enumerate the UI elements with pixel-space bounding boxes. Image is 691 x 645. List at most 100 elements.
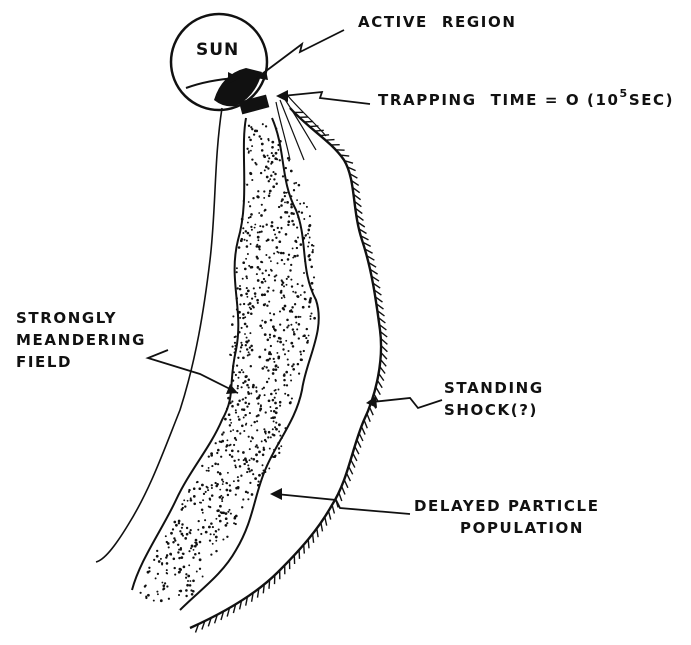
stipple-dot xyxy=(309,258,312,261)
stipple-dot xyxy=(246,184,248,186)
stipple-dot xyxy=(262,282,264,284)
stipple-dot xyxy=(270,410,272,412)
stipple-dot xyxy=(193,502,196,505)
stipple-dot xyxy=(246,287,248,289)
stipple-dot xyxy=(275,368,278,371)
stipple-dot xyxy=(168,546,170,548)
stipple-dot xyxy=(208,455,210,457)
stipple-dot xyxy=(161,582,163,584)
stipple-dot xyxy=(283,285,285,287)
stipple-dot xyxy=(247,498,249,500)
stipple-dot xyxy=(312,249,314,251)
stipple-dot xyxy=(209,499,211,501)
stipple-dot xyxy=(278,389,280,391)
stipple-dot xyxy=(166,554,168,556)
stipple-dot xyxy=(279,310,281,312)
stipple-dot xyxy=(308,335,310,337)
stipple-dot xyxy=(306,206,308,208)
stipple-dot xyxy=(313,276,315,278)
stipple-dot xyxy=(236,365,238,367)
stipple-dot xyxy=(147,594,150,597)
stipple-dot xyxy=(305,337,307,339)
stipple-dot xyxy=(177,551,179,553)
stipple-dot xyxy=(226,522,228,524)
stipple-dot xyxy=(275,152,278,155)
stipple-dot xyxy=(275,237,277,239)
stipple-dot xyxy=(276,407,278,409)
stipple-dot xyxy=(275,365,277,367)
shock-hatch-mark xyxy=(326,140,335,141)
stipple-dot xyxy=(215,485,218,488)
stipple-dot xyxy=(251,458,253,460)
stipple-dot xyxy=(258,268,260,270)
stipple-dot xyxy=(245,424,247,426)
stipple-dot xyxy=(213,534,215,536)
stipple-dot xyxy=(147,571,150,574)
stipple-dot xyxy=(290,374,292,376)
stipple-dot xyxy=(288,215,290,217)
stipple-dot xyxy=(280,204,283,207)
stipple-dot xyxy=(189,584,192,587)
stipple-dot xyxy=(231,405,234,408)
stipple-dot xyxy=(157,573,159,575)
stipple-dot xyxy=(230,513,232,515)
stipple-dot xyxy=(158,560,161,563)
stipple-dot xyxy=(203,493,205,495)
stipple-dot xyxy=(212,543,214,545)
stipple-dot xyxy=(248,152,250,154)
stipple-dot xyxy=(209,506,211,508)
stipple-dot xyxy=(246,245,249,248)
stipple-dot xyxy=(307,233,309,235)
stipple-dot xyxy=(266,224,268,226)
stipple-dot xyxy=(284,195,286,197)
stipple-dot xyxy=(179,530,181,532)
stipple-dot xyxy=(248,265,250,267)
stipple-dot xyxy=(255,453,258,456)
stipple-dot xyxy=(216,509,219,512)
stipple-dot xyxy=(242,382,244,384)
stipple-dot xyxy=(217,463,219,465)
stipple-dot xyxy=(256,299,259,302)
stipple-dot xyxy=(278,240,281,243)
stipple-dot xyxy=(287,220,290,223)
stipple-dot xyxy=(244,239,246,241)
stipple-dot xyxy=(230,422,232,424)
stipple-dot xyxy=(294,303,296,305)
stipple-dot xyxy=(217,471,219,473)
stipple-dot xyxy=(205,531,208,534)
stipple-dot xyxy=(246,277,248,279)
stipple-dot xyxy=(199,541,202,544)
stipple-dot xyxy=(258,481,260,483)
stipple-dot xyxy=(237,403,240,406)
sun-label: SUN xyxy=(196,40,239,60)
stipple-dot xyxy=(231,400,233,402)
stipple-dot xyxy=(270,319,273,322)
stipple-dot xyxy=(309,224,312,227)
stipple-dot xyxy=(258,212,260,214)
stipple-dot xyxy=(255,245,257,247)
stipple-dot xyxy=(255,446,257,448)
stipple-dot xyxy=(259,287,261,289)
stipple-dot xyxy=(249,332,251,334)
stipple-dot xyxy=(306,341,309,344)
stipple-dot xyxy=(295,316,297,318)
stipple-dot xyxy=(238,418,241,421)
stipple-dot xyxy=(225,517,228,520)
stipple-dot xyxy=(265,166,268,169)
stipple-dot xyxy=(166,573,168,575)
stipple-dot xyxy=(249,459,251,461)
stipple-dot xyxy=(235,439,237,441)
stipple-dot xyxy=(181,527,183,529)
trapping-time-label: TRAPPINGTIME = O (105SEC) xyxy=(378,88,674,112)
stipple-dot xyxy=(184,537,187,540)
stipple-dot xyxy=(246,148,248,150)
stipple-dot xyxy=(299,203,301,205)
stipple-dot xyxy=(228,413,231,416)
stipple-dot xyxy=(229,444,231,446)
stipple-dot xyxy=(261,261,263,263)
stipple-dot xyxy=(188,550,190,552)
stipple-dot xyxy=(274,329,277,332)
stipple-dot xyxy=(290,380,292,382)
stipple-dot xyxy=(279,341,282,344)
stipple-dot xyxy=(263,278,265,280)
